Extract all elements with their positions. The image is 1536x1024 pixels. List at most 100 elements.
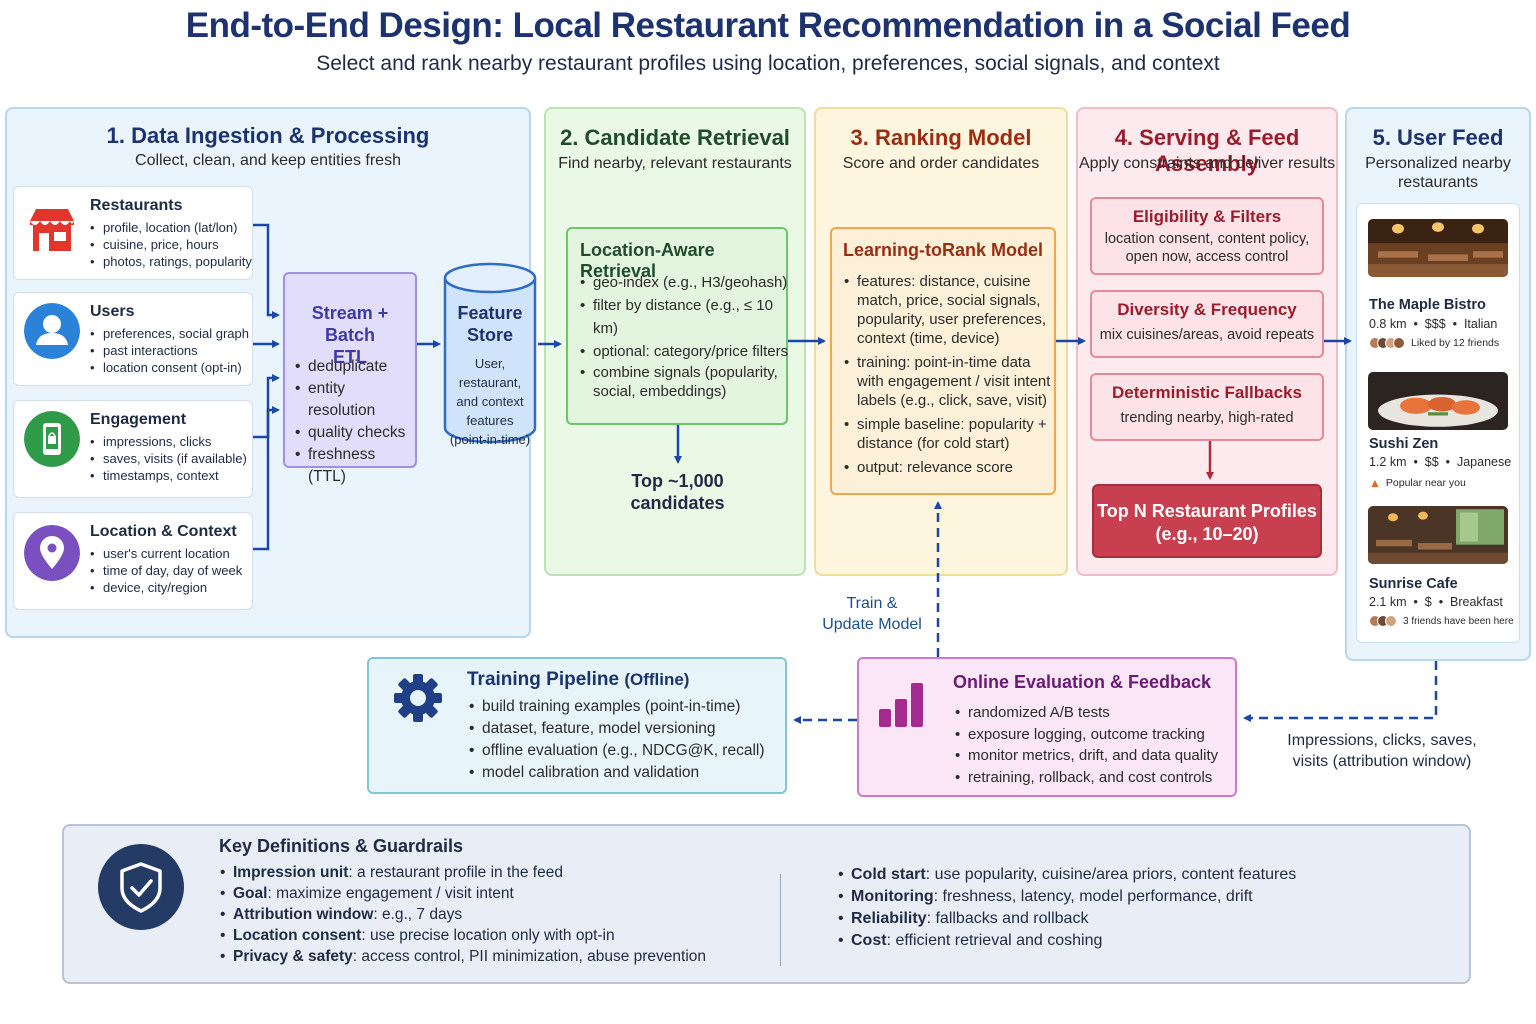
restaurant-cuisine: Japanese [1456,455,1512,469]
storefront-icon [30,209,74,251]
list-item: past interactions [90,342,255,359]
source-items: impressions, clicks saves, visits (if av… [90,433,255,484]
phone-icon [24,411,80,467]
social-text: Popular near you [1385,477,1466,489]
restaurant-photo-maple-bistro [1368,219,1508,277]
list-item: optional: category/price filters [580,340,790,363]
list-item: Privacy & safety: access control, PII mi… [220,946,706,967]
user-feed-card: The Maple Bistro 0.8 km • $$$ • Italian … [1356,203,1520,643]
restaurant-meta: 0.8 km • $$$ • Italian [1369,317,1498,331]
definition-key: Cost [851,932,887,949]
source-items: profile, location (lat/lon) cuisine, pri… [90,219,255,270]
definition-text: : a restaurant profile in the feed [348,864,563,881]
list-item: location consent (opt-in) [90,359,255,376]
definition-text: : e.g., 7 days [373,906,463,923]
restaurant-price: $$$ [1424,317,1446,331]
list-item: Location consent: use precise location o… [220,925,706,946]
list-item: saves, visits (if available) [90,450,255,467]
list-item: quality checks [295,422,415,444]
top-n-line: (e.g., 10–20) [1155,524,1259,544]
ranking-items: features: distance, cuisine match, price… [844,272,1052,482]
definitions-panel: Key Definitions & Guardrails Impression … [62,824,1471,984]
training-title-main: Training Pipeline [467,669,620,690]
list-item: Impression unit: a restaurant profile in… [220,862,706,883]
feature-store-line: features [466,413,514,428]
bar-chart-icon [879,683,923,727]
definition-text: : use popularity, cuisine/area priors, c… [925,866,1297,883]
friend-avatar [1385,615,1397,627]
definition-text: : access control, PII minimization, abus… [352,948,707,965]
online-evaluation-box: Online Evaluation & Feedback randomized … [857,657,1237,797]
top-n-line: Top N Restaurant Profiles [1097,501,1317,521]
list-item: output: relevance score [844,458,1052,477]
label-line: Update Model [822,616,922,633]
gear-icon [394,674,442,722]
list-item: retraining, rollback, and cost controls [955,767,1218,789]
box-text: mix cuisines/areas, avoid repeats [1099,327,1315,343]
label-line: Train & [846,595,898,612]
restaurant-photo-sunrise-cafe [1368,506,1508,564]
list-item: dataset, feature, model versioning [469,718,765,740]
feature-store-line: (point-in-time) [449,432,531,447]
restaurant-price: $$ [1424,455,1439,469]
box-title: Diversity & Frequency [1117,300,1297,319]
train-update-label: Train & Update Model [808,593,936,635]
ranking-model-box: Learning-toRank Model features: distance… [830,227,1056,495]
feature-store-title-line: Store [466,325,513,345]
stage-2-title: 2. Candidate Retrieval [560,125,790,150]
list-item: randomized A/B tests [955,702,1218,724]
definition-text: : maximize engagement / visit intent [267,885,514,902]
stage-4-title: 4. Serving & Feed Assembly [1114,125,1300,176]
source-title: Location & Context [90,523,237,540]
source-items: user's current location time of day, day… [90,545,255,596]
stage-2-subtitle: Find nearby, relevant restaurants [558,155,792,172]
list-item: Attribution window: e.g., 7 days [220,904,706,925]
social-text: 3 friends have been here [1403,615,1514,627]
definition-key: Location consent [233,927,362,944]
label-line: visits (attribution window) [1292,753,1472,770]
candidates-output-line: Top ~1,000 [631,471,724,491]
box-title: Eligibility & Filters [1132,207,1282,226]
list-item: model calibration and validation [469,762,765,784]
source-engagement-card: Engagement impressions, clicks saves, vi… [13,400,253,498]
etl-items: deduplicate entity resolution quality ch… [295,356,415,488]
top-n-profiles-box: Top N Restaurant Profiles (e.g., 10–20) [1092,484,1322,558]
list-item: user's current location [90,545,255,562]
list-item: geo-index (e.g., H3/geohash) [580,271,790,294]
stage-5-subtitle: Personalized nearby restaurants [1365,155,1511,191]
label-line: Impressions, clicks, saves, [1287,732,1477,749]
restaurant-photo-sushi-zen [1368,372,1508,430]
restaurant-distance: 2.1 km [1369,595,1407,609]
feature-store-title: Feature Store [444,302,536,346]
list-item: impressions, clicks [90,433,255,450]
stage-4-subtitle: Apply constraints and deliver results [1078,155,1336,172]
etl-box: Stream + Batch ETL deduplicate entity re… [283,272,417,485]
list-item: filter by distance (e.g., ≤ 10 km) [580,294,790,340]
definition-text: : freshness, latency, model performance,… [933,888,1253,905]
definition-text: : use precise location only with opt-in [361,927,615,944]
source-items: preferences, social graph past interacti… [90,325,255,376]
shield-icon [98,844,184,930]
restaurant-cuisine: Italian [1463,317,1498,331]
diversity-frequency-box: Diversity & Frequency mix cuisines/areas… [1090,290,1324,358]
restaurant-meta: 1.2 km • $$ • Japanese [1369,455,1512,469]
map-pin-icon [24,525,80,581]
restaurant-name: Sunrise Cafe [1369,576,1458,592]
restaurant-distance: 0.8 km [1369,317,1407,331]
flame-icon: ▲ [1369,476,1381,490]
ranking-title: Learning-toRank Model [842,240,1043,260]
definitions-title: Key Definitions & Guardrails [219,836,464,856]
restaurant-cuisine: Breakfast [1450,595,1503,609]
feature-store-line: and context [456,394,524,409]
training-items: build training examples (point-in-time) … [469,696,765,784]
stage-3-subtitle: Score and order candidates [842,155,1040,172]
evaluation-items: randomized A/B tests exposure logging, o… [955,702,1218,788]
list-item: simple baseline: popularity + distance (… [844,415,1052,453]
restaurant-social: ▲ Popular near you [1369,476,1466,490]
training-title-suffix: (Offline) [624,670,690,689]
list-item: features: distance, cuisine match, price… [844,272,1052,348]
list-item: build training examples (point-in-time) [469,696,765,718]
list-item: freshness (TTL) [295,444,415,488]
list-item: Goal: maximize engagement / visit intent [220,883,706,904]
list-item: time of day, day of week [90,562,255,579]
